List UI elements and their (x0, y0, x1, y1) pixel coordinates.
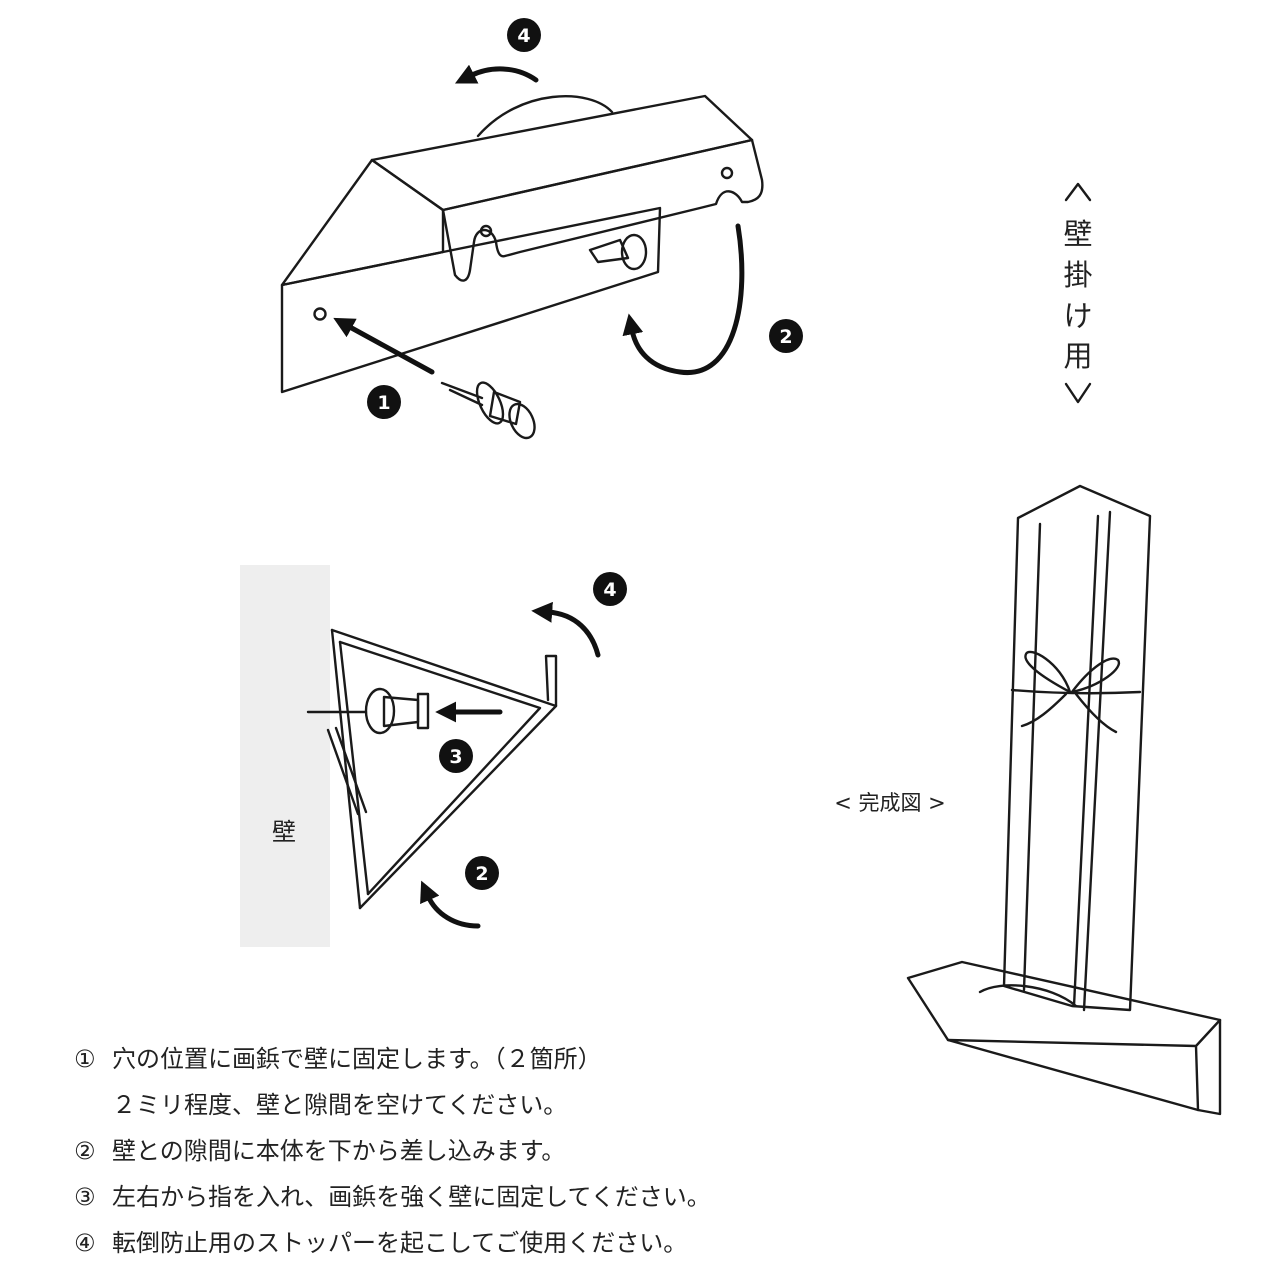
instruction-continuation: ２ミリ程度、壁と隙間を空けてください。 (112, 1091, 568, 1119)
bracket-end-face (280, 158, 445, 287)
instruction-text: 穴の位置に画鋲で壁に固定します。（２箇所） (112, 1045, 602, 1073)
instruction-number: ① (74, 1045, 96, 1073)
finished-view-illustration (906, 484, 1222, 1116)
badge-top-2: 2 (769, 319, 803, 353)
svg-text:掛: 掛 (1063, 258, 1092, 292)
instruction-list: ① 穴の位置に画鋲で壁に固定します。（２箇所） ２ミリ程度、壁と隙間を空けてください… (74, 1036, 974, 1266)
instruction-text: 転倒防止用のストッパーを起こしてご使用ください。 (112, 1229, 688, 1257)
wall-plate (280, 206, 662, 394)
svg-text:け: け (1063, 299, 1092, 333)
svg-text:4: 4 (517, 25, 530, 47)
instruction-item: ③ 左右から指を入れ、画鋲を強く壁に固定してください。 (74, 1174, 974, 1220)
svg-text:壁: 壁 (1063, 217, 1092, 251)
svg-text:2: 2 (475, 863, 488, 885)
bracket-front-flap (441, 138, 764, 282)
instruction-item: ② 壁との隙間に本体を下から差し込みます。 (74, 1128, 974, 1174)
badge-side-2: 2 (465, 856, 499, 890)
svg-text:3: 3 (449, 746, 462, 768)
instruction-text: 左右から指を入れ、画鋲を強く壁に固定してください。 (112, 1183, 711, 1211)
step4-arrow-side (531, 601, 601, 658)
side-push-pin-icon (306, 687, 430, 735)
step2-curve-arrow (622, 223, 745, 375)
instruction-number: ② (74, 1137, 96, 1165)
flap-hole-left (479, 224, 493, 238)
push-pin-icon (440, 381, 536, 440)
side-section-illustration: 壁 2 3 4 (240, 565, 627, 947)
top-bracket-illustration: 1 2 4 (280, 18, 803, 440)
plate-hole (313, 307, 327, 321)
step2-arrow-side (420, 880, 481, 929)
side-plate (326, 726, 368, 816)
badge-top-4: 4 (507, 18, 541, 52)
instruction-item: ① 穴の位置に画鋲で壁に固定します。（２箇所） ２ミリ程度、壁と隙間を空けてください… (74, 1036, 974, 1128)
side-bracket-back (330, 628, 370, 910)
instruction-number: ④ (74, 1229, 96, 1257)
side-stopper (544, 654, 558, 708)
side-bracket-inner (338, 640, 542, 896)
flap-hole-right (720, 166, 734, 180)
step1-arrow (333, 317, 435, 375)
stopper-disc (476, 95, 614, 138)
vertical-caption-wall-mount: 壁 掛 け 用 (1063, 182, 1093, 404)
finished-view-label: < 完成図 > (834, 791, 946, 815)
instruction-item: ④ 転倒防止用のストッパーを起こしてご使用ください。 (74, 1220, 974, 1266)
svg-text:4: 4 (603, 579, 616, 601)
svg-text:用: 用 (1063, 339, 1092, 373)
badge-top-1: 1 (367, 385, 401, 419)
instruction-number: ③ (74, 1183, 96, 1211)
badge-side-4: 4 (593, 572, 627, 606)
ribbon-bow (1010, 650, 1142, 734)
badge-side-3: 3 (439, 739, 473, 773)
wall-panel (240, 565, 330, 947)
hidden-pin (588, 233, 648, 271)
svg-text:2: 2 (779, 326, 792, 348)
instruction-text: 壁との隙間に本体を下から差し込みます。 (112, 1137, 566, 1165)
wall-label: 壁 (272, 818, 296, 846)
step4-arrow-top (454, 64, 539, 84)
svg-text:1: 1 (377, 392, 390, 414)
